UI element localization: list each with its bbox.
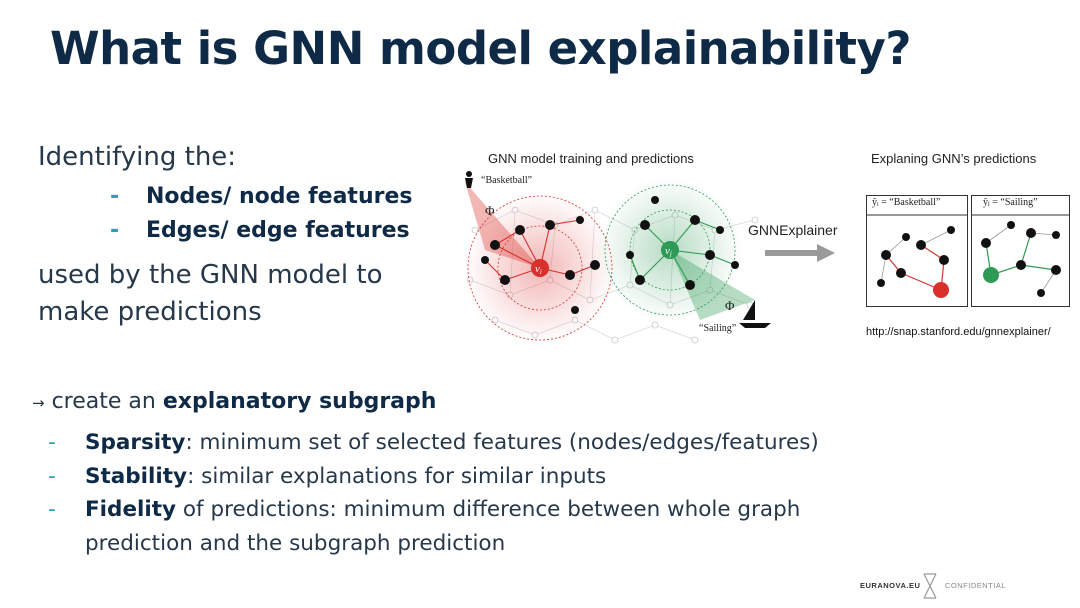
explanation-panel-basketball — [866, 195, 968, 307]
phi-label-green: Φ — [725, 298, 735, 313]
panel-red-athletes — [877, 226, 955, 287]
criterion-fidelity-cont: prediction and the subgraph prediction — [48, 531, 505, 556]
footer-brand: EURANOVA.EU — [860, 581, 921, 590]
basketball-player-icon — [465, 171, 473, 188]
athlete-figures — [481, 196, 739, 314]
subgraph-heading: → create an explanatory subgraph — [32, 389, 436, 414]
figure-right-caption: Explaning GNN’s predictions — [871, 151, 1037, 166]
bullet-text: Edges/ edge features — [146, 218, 410, 243]
x-logo-icon — [923, 573, 937, 599]
green-hop-ring-outer — [604, 184, 736, 316]
target-node-green — [661, 241, 679, 259]
green-phi-wedge — [670, 250, 755, 320]
svg-text:vi: vi — [535, 263, 542, 276]
intro-rest-line-2: make predictions — [38, 297, 262, 327]
criterion-stability: - Stability: similar explanations for sim… — [48, 464, 606, 489]
subgraph-prefix: create an — [51, 389, 156, 414]
source-url: http://snap.stanford.edu/gnnexplainer/ — [866, 326, 1051, 338]
criterion-sparsity: - Sparsity: minimum set of selected featu… — [48, 430, 819, 455]
bullet-dash: - — [110, 184, 120, 209]
footer-confidential: CONFIDENTIAL — [945, 581, 1007, 590]
gnnexplainer-label: GNNExplainer — [748, 222, 838, 238]
intro-line: Identifying the: — [38, 142, 237, 172]
criterion-text: of predictions: minimum difference betwe… — [176, 497, 801, 522]
criterion-text: : similar explanations for similar input… — [187, 464, 607, 489]
node-i-sub: i — [540, 268, 542, 276]
bullet-nodes: - Nodes/ node features — [110, 184, 412, 209]
criterion-text: prediction and the subgraph prediction — [85, 531, 506, 556]
sailboat-icon — [739, 300, 771, 328]
arrow-right-icon — [765, 244, 835, 262]
criterion-dash: - — [48, 497, 56, 522]
node-i-label: v — [535, 263, 540, 275]
bullet-dash: - — [110, 218, 120, 243]
bullet-text: Nodes/ node features — [146, 184, 413, 209]
criterion-fidelity: - Fidelity of predictions: minimum differ… — [48, 497, 800, 522]
green-edges — [629, 219, 736, 286]
svg-text:vj: vj — [665, 245, 672, 258]
criterion-dash: - — [48, 430, 56, 455]
panel-green-edges — [985, 232, 1057, 276]
label-sailing: “Sailing” — [699, 323, 737, 334]
panel-label-sailing: ŷⱼ = “Sailing” — [983, 197, 1038, 208]
criterion-name: Sparsity — [85, 430, 186, 455]
panel-green-athletes — [981, 221, 1061, 297]
red-edges — [484, 219, 596, 281]
panel-target-green — [983, 267, 999, 283]
criterion-text: : minimum set of selected features (node… — [185, 430, 819, 455]
node-j-sub: j — [669, 250, 672, 258]
panel-label-basketball: ŷᵢ = “Basketball” — [872, 197, 941, 208]
red-phi-wedge — [465, 182, 540, 268]
gnn-graph-illustration: vi vj Φ Φ — [465, 171, 771, 344]
criterion-name: Stability — [85, 464, 188, 489]
intro-rest-line-1: used by the GNN model to — [38, 260, 383, 290]
panel-target-red — [933, 282, 949, 298]
criterion-name: Fidelity — [85, 497, 177, 522]
arrow-right-icon: → — [32, 394, 45, 412]
target-node-red — [531, 259, 549, 277]
panel-red-edges — [885, 244, 945, 291]
figure-left-caption: GNN model training and predictions — [488, 151, 694, 166]
subgraph-bold: explanatory subgraph — [162, 389, 437, 414]
slide-title: What is GNN model explainability? — [50, 22, 911, 75]
phi-label-red: Φ — [485, 203, 495, 218]
bullet-edges: - Edges/ edge features — [110, 218, 410, 243]
criterion-dash: - — [48, 464, 56, 489]
label-basketball: “Basketball” — [481, 175, 533, 186]
red-hop-ring-inner — [497, 225, 583, 311]
node-j-label: v — [665, 245, 670, 257]
explanation-panel-sailing — [971, 195, 1070, 307]
